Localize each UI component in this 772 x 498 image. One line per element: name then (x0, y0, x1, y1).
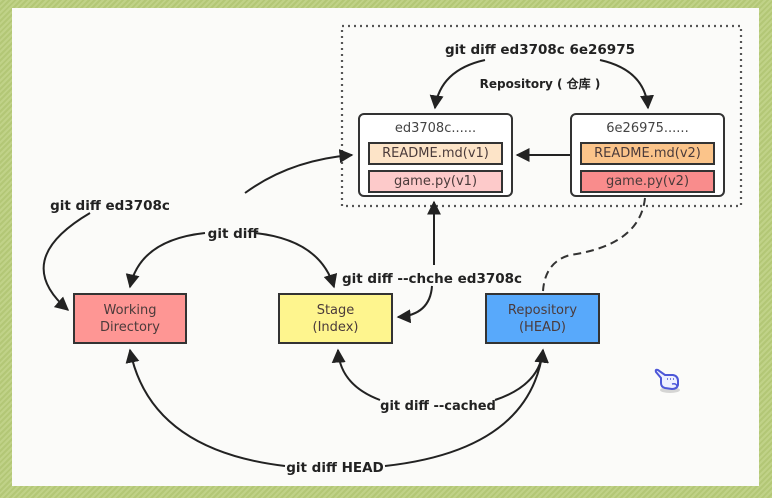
label-git-diff-cached: git diff --cached (380, 399, 496, 414)
diagram-canvas (12, 8, 759, 486)
arrow-compare-left (429, 59, 486, 110)
label-git-diff-commit: git diff ed3708c (50, 198, 170, 214)
arrow-diff-commit-top (244, 149, 354, 194)
arrow-cached-stage (331, 348, 381, 401)
head-line2: (HEAD) (518, 319, 567, 335)
arrow-diff-right (254, 232, 338, 289)
commit-hash: 6e26975...... (606, 121, 689, 136)
dashed-link-head (542, 197, 646, 292)
arrow-diff-left (125, 232, 206, 289)
file-readme-v1: README.md(v1) (368, 142, 503, 165)
pointing-hand-icon (654, 368, 680, 393)
arrow-cached-commit-down (396, 285, 433, 324)
arrow-head-repo (384, 348, 549, 467)
commit-box-6e26975: 6e26975...... README.md(v2) game.py(v2) (570, 113, 725, 197)
head-line1: Repository (507, 302, 578, 318)
file-game-v2: game.py(v2) (580, 170, 715, 193)
label-git-diff: git diff (208, 226, 260, 242)
working-line1: Working (103, 302, 157, 318)
repository-head-box: Repository (HEAD) (485, 293, 600, 344)
stage-index-box: Stage (Index) (278, 293, 393, 344)
commit-box-ed3708c: ed3708c...... README.md(v1) game.py(v1) (358, 113, 513, 197)
arrow-head-working (125, 348, 286, 467)
arrow-diff-commit-bottom (42, 212, 91, 311)
label-diff-commits: git diff ed3708c 6e26975 (445, 42, 635, 58)
arrow-cached-head (494, 348, 549, 401)
working-directory-box: Working Directory (73, 293, 187, 344)
repository-group-border (340, 24, 743, 208)
arrow-compare-right (599, 59, 654, 110)
working-line2: Directory (100, 319, 160, 335)
file-game-v1: game.py(v1) (368, 170, 503, 193)
label-git-diff-head: git diff HEAD (286, 460, 384, 476)
label-git-diff-cached-commit: git diff --chche ed3708c (342, 271, 522, 287)
repository-group-title: Repository ( 仓库 ) (480, 76, 601, 91)
stage-line1: Stage (316, 302, 355, 318)
file-readme-v2: README.md(v2) (580, 142, 715, 165)
stage-line2: (Index) (312, 319, 359, 335)
commit-hash: ed3708c...... (394, 121, 477, 136)
